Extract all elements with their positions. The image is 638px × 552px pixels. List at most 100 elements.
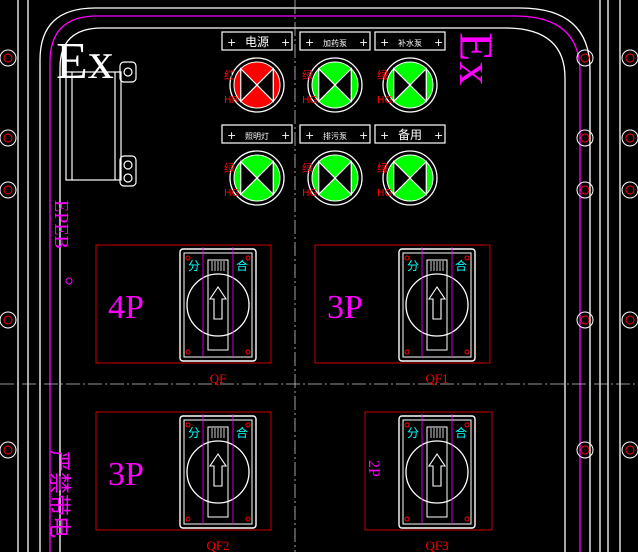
breaker-mount-outline	[95, 244, 272, 364]
indicator-label: 补水泵	[398, 38, 422, 48]
lug-bolt-inner	[580, 53, 590, 63]
lamp-bezel	[307, 150, 363, 206]
lamp-bezel	[229, 150, 285, 206]
lamp-cross	[240, 160, 274, 196]
indicator-color-char: 红	[224, 69, 235, 82]
indicator-code: HG	[302, 188, 317, 199]
indicator-label: 加药泵	[323, 38, 347, 48]
lamp-cross	[318, 160, 352, 196]
lamp-cross	[393, 67, 427, 103]
lug-bolt-outer	[576, 441, 594, 459]
breaker-id: QF1	[425, 371, 448, 386]
indicator-color-char: 绿	[224, 161, 235, 175]
breaker-housing-inner	[402, 252, 472, 358]
breaker-housing	[398, 248, 476, 362]
lamp-cross	[393, 160, 427, 196]
indicator-color-char: 绿	[302, 68, 313, 82]
lug-bolt-inner	[625, 315, 635, 325]
lamp-bezel	[229, 57, 285, 113]
breaker-off-label: 分	[188, 426, 200, 440]
indicator-label-box	[221, 124, 293, 144]
warning-text: 严禁带电	[46, 450, 71, 538]
mounting-lugs	[0, 49, 638, 459]
lamp-bezel	[307, 57, 363, 113]
indicator-plus-left: +	[305, 36, 314, 49]
lug-bolt-outer	[576, 49, 594, 67]
indicator-plus-right: +	[434, 129, 443, 142]
breaker-on-label: 合	[236, 258, 248, 273]
breaker-off-label: 分	[188, 259, 200, 273]
lug-bolt-inner	[625, 133, 635, 143]
lug-bolt-outer	[621, 441, 638, 459]
indicator-label-box	[221, 31, 293, 51]
door-hinge	[65, 61, 137, 187]
indicator-code: HG	[302, 95, 317, 106]
breaker-handle[interactable]	[426, 426, 448, 518]
breaker-screw	[404, 349, 410, 355]
enclosure-frame	[17, 0, 621, 552]
breaker-screw	[404, 516, 410, 522]
indicator-color-char: 绿	[377, 161, 388, 175]
lug-bolt-inner	[3, 185, 13, 195]
indicator-label: 电源	[245, 35, 269, 49]
breaker-handle[interactable]	[426, 259, 448, 351]
indicator-label-box	[374, 124, 446, 144]
indicator-color-char: 绿	[377, 68, 388, 82]
indicator-plus-right: +	[281, 36, 290, 49]
lug-bolt-inner	[580, 445, 590, 455]
indicator-code: HG	[377, 95, 392, 106]
breaker-screw	[464, 349, 470, 355]
breaker: 分合2PQF3	[364, 411, 493, 552]
breaker-housing	[398, 415, 476, 529]
breaker-dial	[405, 273, 469, 337]
breaker-screw	[185, 422, 191, 428]
breaker-id: QF	[210, 371, 227, 386]
indicator-label-box	[374, 31, 446, 51]
breaker-housing-inner	[183, 419, 253, 525]
breaker-handle[interactable]	[207, 259, 229, 351]
indicator-plus-left: +	[227, 129, 236, 142]
indicator-label: 排污泵	[323, 131, 347, 141]
breaker-mount-outline	[314, 244, 491, 364]
breaker-screw	[245, 516, 251, 522]
breaker-screw	[245, 422, 251, 428]
lug-bolt-inner	[3, 53, 13, 63]
breaker-dial	[186, 440, 250, 504]
indicator-plus-left: +	[227, 36, 236, 49]
lamp-bezel	[382, 57, 438, 113]
breaker-handle[interactable]	[207, 426, 229, 518]
lug-bolt-inner	[3, 445, 13, 455]
indicator-light: + + 电源红 HR	[221, 31, 293, 113]
breaker-screw	[185, 255, 191, 261]
lug-bolt-outer	[0, 129, 17, 147]
breaker: 分合3PQF2	[95, 411, 272, 552]
lamp-bezel	[382, 150, 438, 206]
breaker-poles: 4P	[108, 289, 144, 326]
lug-bolt-outer	[0, 311, 17, 329]
lug-bolt-inner	[625, 185, 635, 195]
indicator-code: HG	[377, 188, 392, 199]
lug-bolt-inner	[625, 445, 635, 455]
breaker-housing	[179, 415, 257, 529]
indicator-plus-left: +	[380, 36, 389, 49]
lug-bolt-outer	[576, 129, 594, 147]
breaker-housing	[179, 248, 257, 362]
breaker-housing-inner	[402, 419, 472, 525]
breaker-poles: 3P	[327, 289, 363, 326]
lamp-cross	[240, 67, 274, 103]
lug-bolt-outer	[0, 49, 17, 67]
breaker-screw	[464, 516, 470, 522]
breaker-on-label: 合	[455, 258, 467, 273]
breaker: 分 合 4P QF	[95, 244, 272, 386]
indicator-code: HR	[224, 95, 239, 106]
ex-mark-right: Ex	[449, 32, 502, 85]
breaker-screw	[404, 255, 410, 261]
lug-bolt-outer	[621, 129, 638, 147]
lug-bolt-inner	[580, 315, 590, 325]
breaker-dial	[405, 440, 469, 504]
breaker-screw	[185, 349, 191, 355]
